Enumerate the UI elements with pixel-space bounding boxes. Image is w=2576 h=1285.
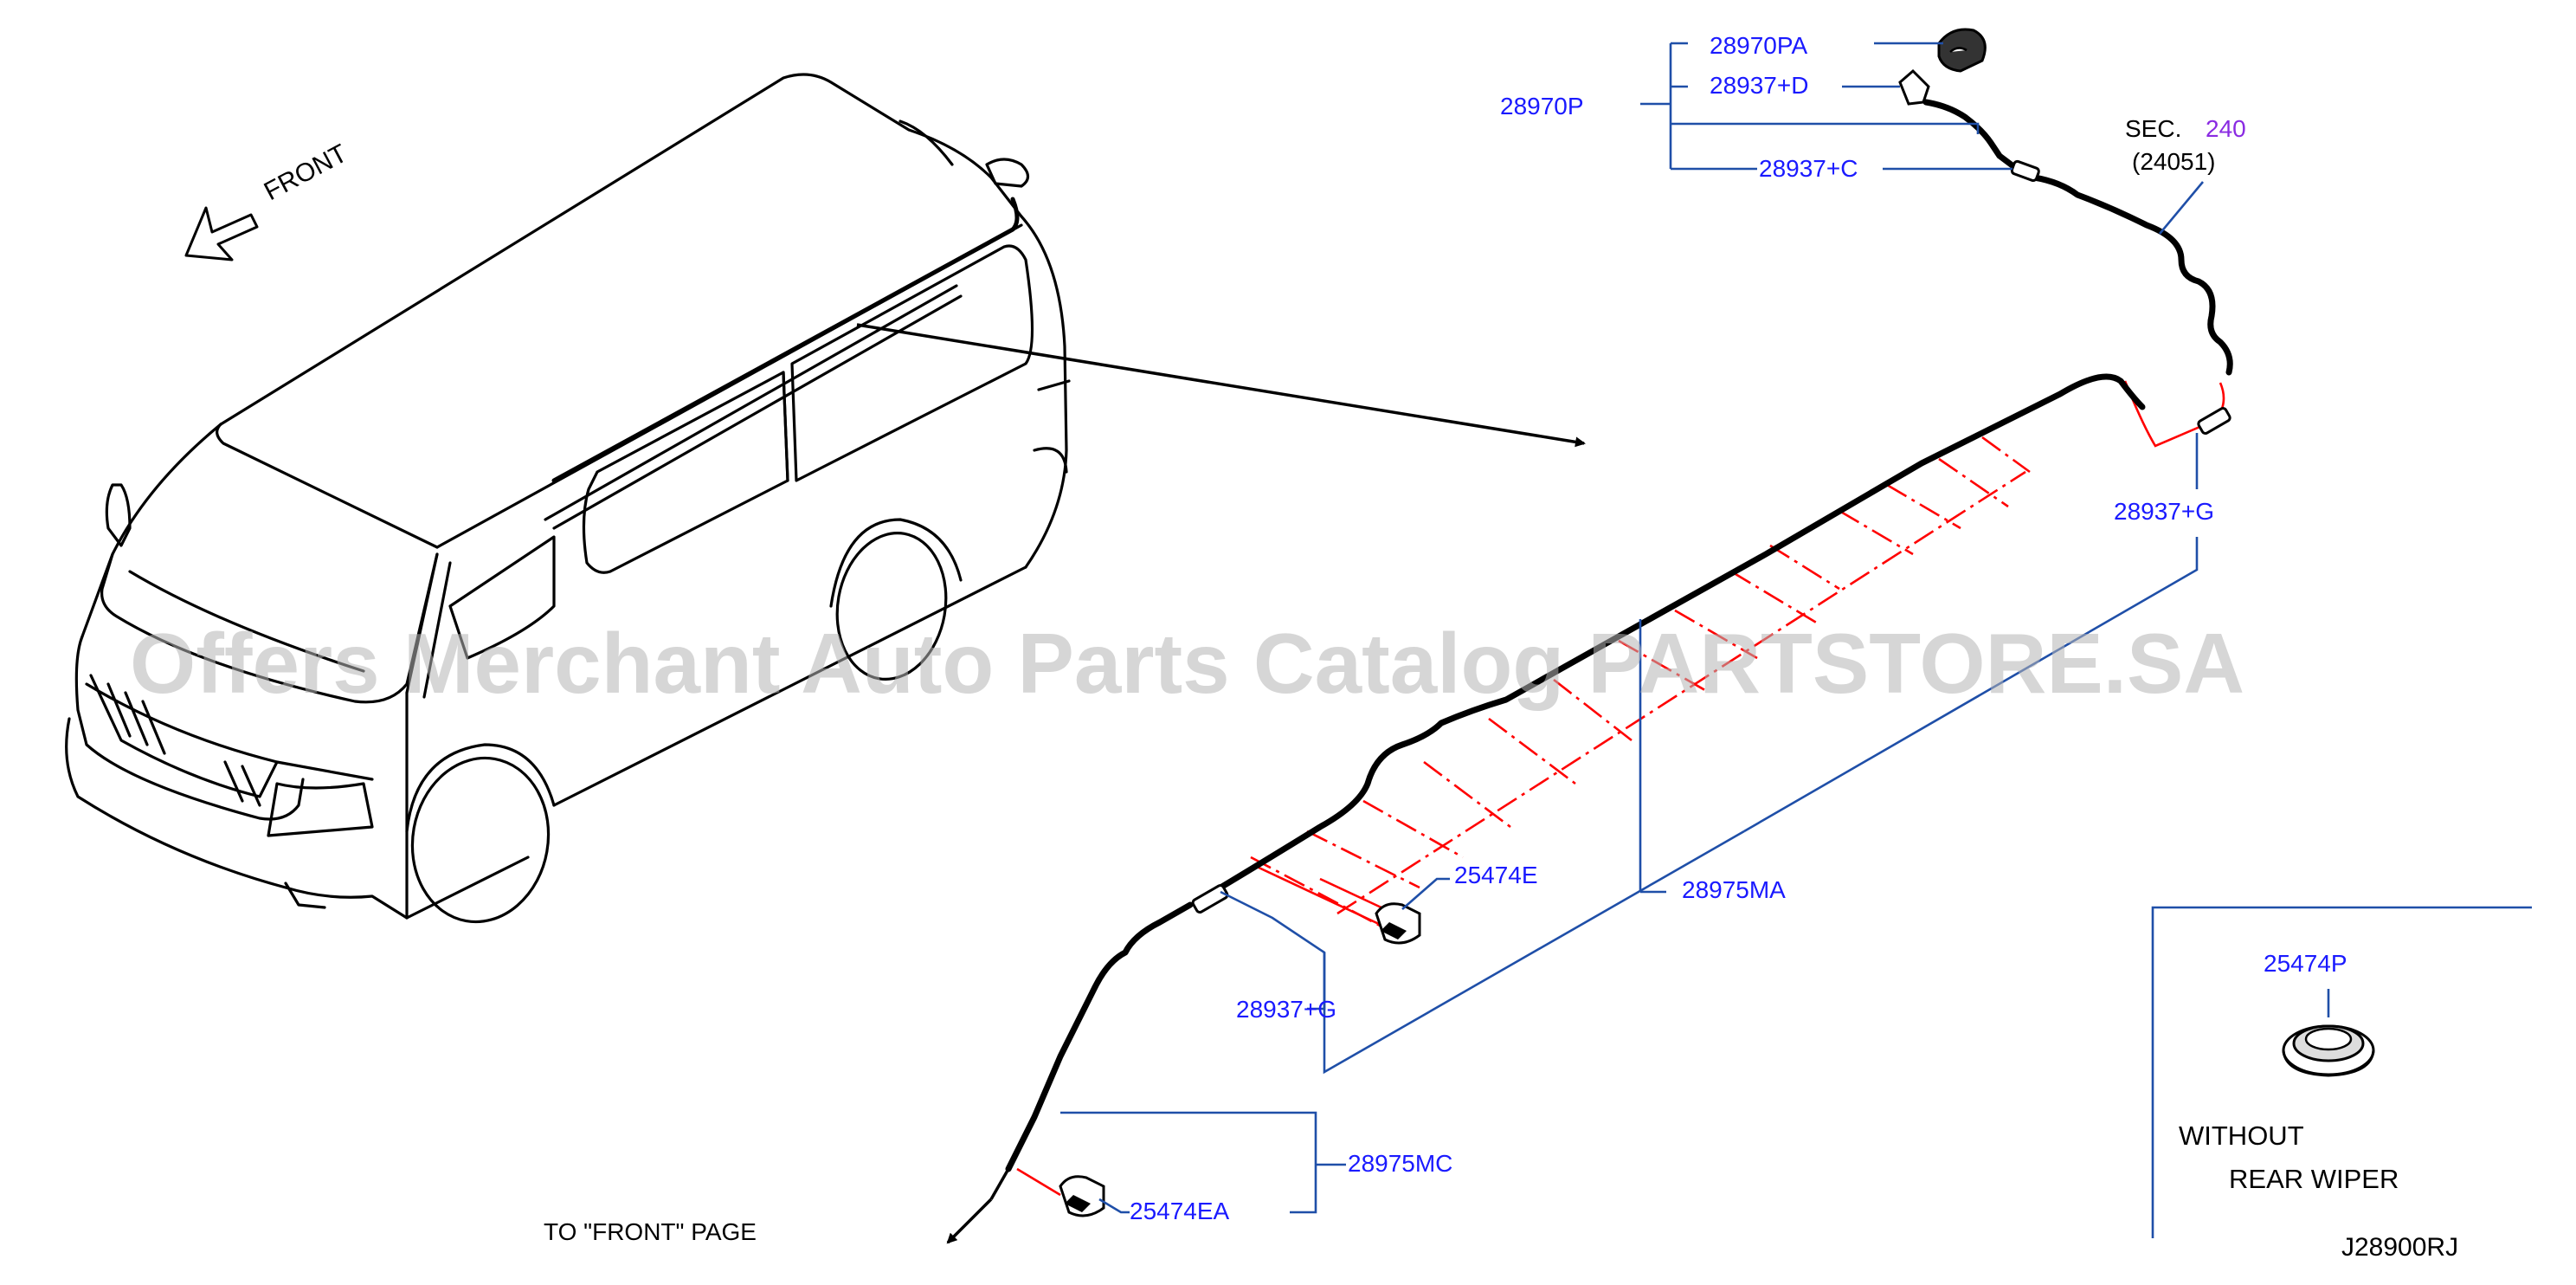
watermark: Offers Merchant Auto Parts Catalog PARTS… [130, 616, 2244, 711]
plug-25474P [2282, 1024, 2375, 1077]
part-label-28970PA[interactable]: 28970PA [1710, 32, 1807, 59]
front-arrow [184, 206, 259, 262]
hose-route [946, 28, 2233, 1244]
part-label-28975MA[interactable]: 28975MA [1682, 876, 1786, 903]
section-code: (24051) [2132, 148, 2216, 175]
part-label-28970P[interactable]: 28970P [1500, 93, 1584, 119]
part-label-28937-C[interactable]: 28937+C [1759, 155, 1858, 182]
part-label-28937-G-front[interactable]: 28937+G [1236, 996, 1336, 1023]
variant-line1: WITHOUT [2179, 1120, 2304, 1151]
part-label-25474EA[interactable]: 25474EA [1130, 1198, 1230, 1224]
front-label: FRONT [260, 139, 352, 207]
leader-lines [1060, 42, 2532, 1238]
diagram-code: J28900RJ [2341, 1233, 2458, 1262]
variant-line2: REAR WIPER [2229, 1164, 2399, 1194]
section-number-link[interactable]: 240 [2206, 115, 2246, 142]
to-front-page-label: TO "FRONT" PAGE [544, 1218, 757, 1245]
part-label-25474P[interactable]: 25474P [2264, 950, 2347, 977]
part-label-28937-G-rear[interactable]: 28937+G [2114, 498, 2214, 525]
part-label-25474E[interactable]: 25474E [1454, 862, 1538, 888]
van-illustration [65, 73, 1586, 924]
part-label-28975MC[interactable]: 28975MC [1348, 1150, 1452, 1177]
part-label-28937-D[interactable]: 28937+D [1710, 72, 1808, 99]
section-prefix: SEC. [2125, 115, 2181, 142]
